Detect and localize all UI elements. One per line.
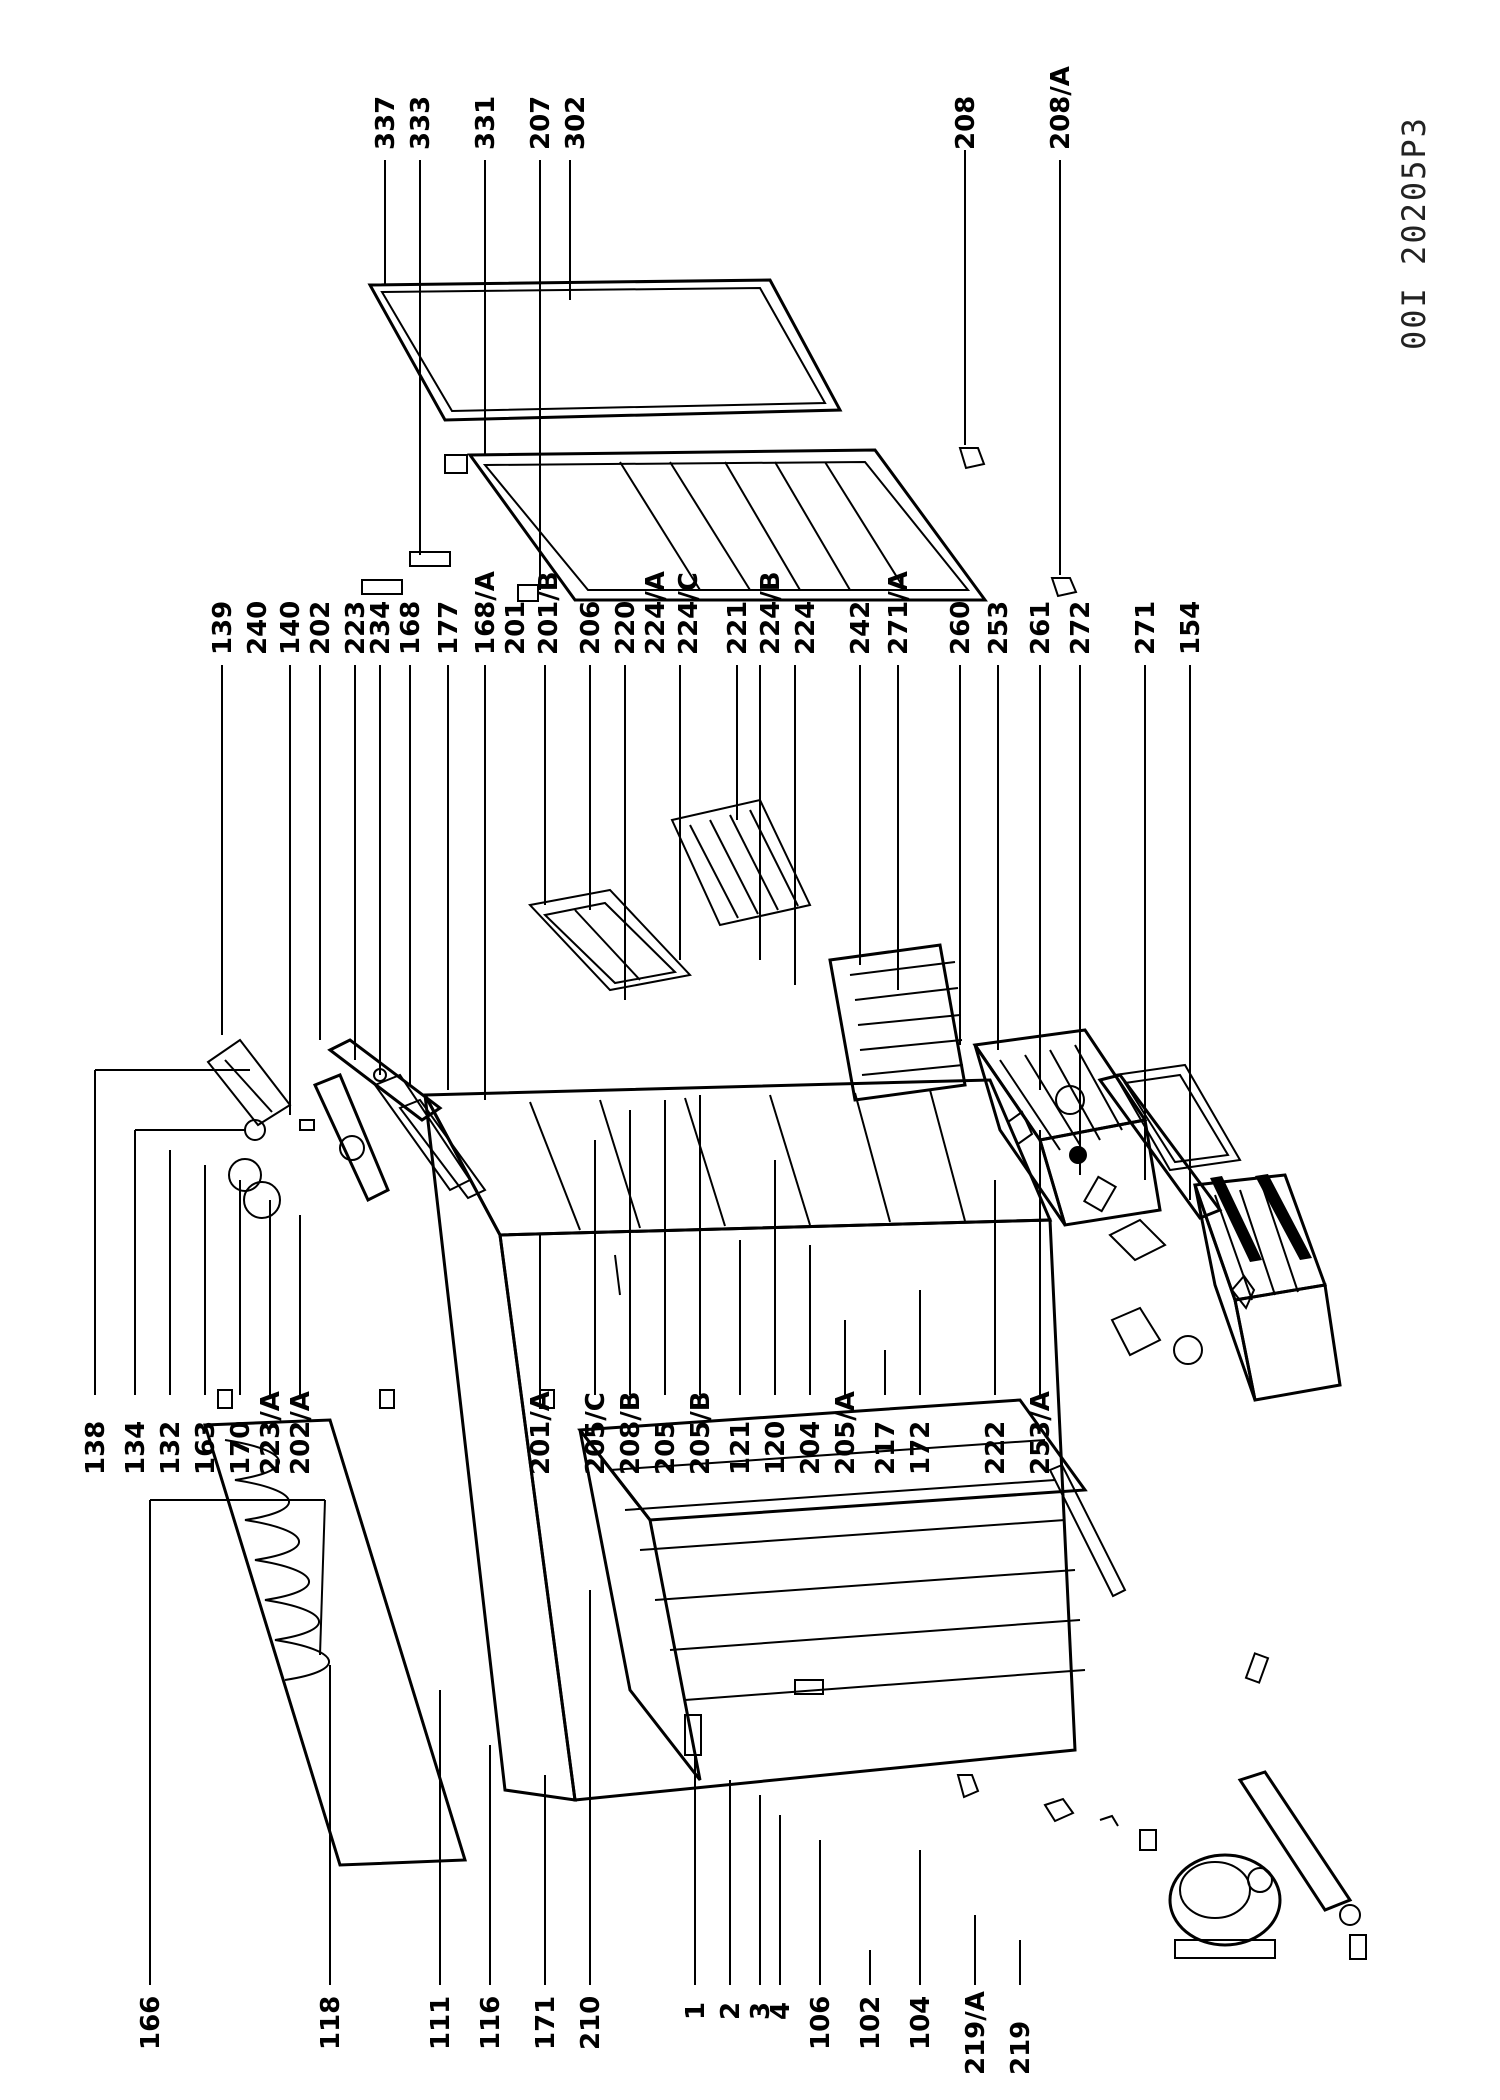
label-1: 1 <box>681 2002 711 2020</box>
label-224-c: 224/C <box>674 572 704 655</box>
label-177: 177 <box>434 601 464 655</box>
label-210: 210 <box>576 1996 606 2050</box>
label-138: 138 <box>81 1421 111 1475</box>
label-205-b: 205/B <box>686 1391 716 1475</box>
label-271: 271 <box>1131 601 1161 655</box>
leader-lines <box>94 150 1191 1985</box>
lower-small-parts <box>684 1652 1270 1851</box>
wire-shelves-111 <box>577 1398 1088 1781</box>
label-240: 240 <box>243 601 273 655</box>
label-3: 3 <box>746 2002 776 2020</box>
grille-221 <box>670 798 812 927</box>
label-202-a: 202/A <box>286 1391 316 1475</box>
label-272: 272 <box>1066 601 1096 655</box>
label-132: 132 <box>156 1421 186 1475</box>
label-140: 140 <box>276 601 306 655</box>
label-271-a: 271/A <box>884 571 914 655</box>
label-2: 2 <box>716 2002 746 2020</box>
label-223: 223 <box>341 601 371 655</box>
label-204: 204 <box>796 1421 826 1475</box>
door-gasket-frame <box>367 278 843 422</box>
label-253-a: 253/A <box>1026 1391 1056 1475</box>
label-102: 102 <box>856 1996 886 2050</box>
label-331: 331 <box>471 96 501 150</box>
door-hinge-parts <box>361 447 1078 602</box>
label-205: 205 <box>651 1421 681 1475</box>
label-242: 242 <box>846 601 876 655</box>
label-4: 4 <box>766 2002 796 2020</box>
labels-upper-middle: 139 240 140 202 223 234 168 177 168/A 20… <box>208 571 1206 655</box>
label-224: 224 <box>791 601 821 655</box>
label-134: 134 <box>121 1421 151 1475</box>
labels-bottom: 166 118 111 116 171 210 1 2 3 4 106 102 … <box>136 1991 1036 2075</box>
back-condenser-118 <box>202 1389 555 1867</box>
label-139: 139 <box>208 601 238 655</box>
label-154: 154 <box>1176 601 1206 655</box>
label-222: 222 <box>981 1421 1011 1475</box>
label-219-a: 219/A <box>961 1991 991 2075</box>
label-224-a: 224/A <box>641 571 671 655</box>
label-260: 260 <box>946 601 976 655</box>
label-201: 201 <box>501 601 531 655</box>
label-205-a: 205/A <box>831 1391 861 1475</box>
compressor-base-plate <box>1237 1770 1367 1960</box>
label-202: 202 <box>306 601 336 655</box>
wire-basket-253 <box>972 1028 1162 1227</box>
label-168: 168 <box>396 601 426 655</box>
document-code: 00I 20205P3 <box>1395 116 1433 350</box>
label-121: 121 <box>726 1421 756 1475</box>
wire-basket-253-a <box>1192 1173 1342 1402</box>
label-261: 261 <box>1026 601 1056 655</box>
label-172: 172 <box>906 1421 936 1475</box>
label-253: 253 <box>984 601 1014 655</box>
label-207: 207 <box>526 96 556 150</box>
label-206: 206 <box>576 601 606 655</box>
labels-middle: 138 134 132 163 170 223/A 202/A 201/A 20… <box>81 1391 1056 1475</box>
label-217: 217 <box>871 1421 901 1475</box>
label-120: 120 <box>761 1421 791 1475</box>
label-208-b: 208/B <box>616 1391 646 1475</box>
label-208-a: 208/A <box>1046 66 1076 150</box>
strips-271-154 <box>1210 1174 1312 1262</box>
label-104: 104 <box>906 1996 936 2050</box>
label-106: 106 <box>806 1996 836 2050</box>
drain-and-small-parts <box>1006 1073 1256 1365</box>
label-220: 220 <box>611 601 641 655</box>
drawer-front-261 <box>1113 1063 1242 1172</box>
label-111: 111 <box>426 1996 456 2050</box>
compressor-102 <box>1168 1853 1282 1959</box>
label-224-b: 224/B <box>756 571 786 655</box>
shelf-frame-220 <box>528 888 692 992</box>
label-201-a: 201/A <box>526 1391 556 1475</box>
label-205-c: 205/C <box>581 1392 611 1475</box>
label-170: 170 <box>226 1421 256 1475</box>
label-223-a: 223/A <box>256 1391 286 1475</box>
label-302: 302 <box>561 96 591 150</box>
labels-top: 337 333 331 207 302 208 208/A <box>371 66 1076 150</box>
label-219: 219 <box>1006 2021 1036 2075</box>
label-221: 221 <box>723 601 753 655</box>
label-163: 163 <box>191 1421 221 1475</box>
label-201-b: 201/B <box>534 571 564 655</box>
cabinet-body <box>422 1078 1077 1802</box>
label-118: 118 <box>316 1996 346 2050</box>
label-171: 171 <box>531 1996 561 2050</box>
label-234: 234 <box>366 601 396 655</box>
label-208: 208 <box>951 96 981 150</box>
label-337: 337 <box>371 96 401 150</box>
label-333: 333 <box>406 96 436 150</box>
evaporator-plate-242 <box>828 943 967 1102</box>
label-168-a: 168/A <box>471 571 501 655</box>
label-166: 166 <box>136 1996 166 2050</box>
label-116: 116 <box>476 1996 506 2050</box>
shelf-rail-210 <box>1048 1463 1127 1598</box>
